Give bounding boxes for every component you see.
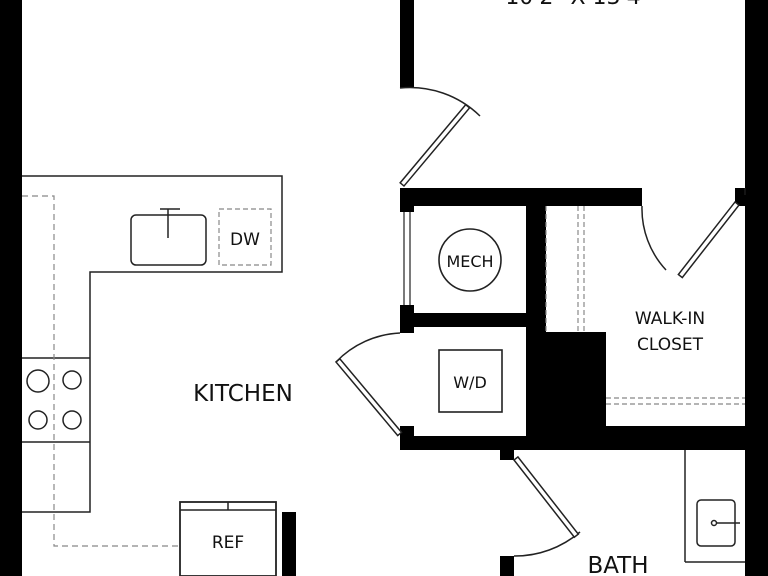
cooktop-icon — [26, 369, 82, 430]
wd-door-swing — [335, 332, 401, 363]
wall-closet-bottom — [606, 426, 745, 440]
wall-bath-left-lower — [500, 556, 514, 576]
wall-ref-right — [282, 512, 296, 576]
mech-unit: MECH — [438, 228, 502, 292]
closet-door-swing — [641, 205, 667, 271]
ref-label: REF — [212, 533, 244, 553]
wall-mech-left-top — [400, 188, 414, 212]
dw-label: DW — [230, 230, 260, 250]
wall-right-lower — [745, 188, 768, 576]
wall-mech-bottom — [400, 313, 528, 327]
bath-vanity — [684, 450, 745, 563]
kitchen-counter — [22, 175, 283, 513]
doors — [334, 86, 740, 557]
bath-door-leaf — [512, 455, 580, 539]
wall-bedroom-left-upper — [400, 0, 414, 88]
wall-central-block — [526, 332, 606, 450]
walkin-label-line1: WALK-IN — [635, 309, 705, 329]
kitchen-sink-icon — [130, 208, 207, 266]
bedroom-dimension: 10'2" X 13'4" — [505, 0, 650, 10]
upper-cabinets — [22, 195, 180, 547]
closet-door-leaf — [677, 200, 740, 279]
kitchen-label: KITCHEN — [193, 381, 293, 407]
bath-door-swing — [513, 531, 581, 557]
bedroom-door-leaf — [399, 103, 471, 188]
walkin-label-line2: CLOSET — [637, 335, 704, 355]
bedroom-door-swing — [399, 86, 481, 117]
wall-bedroom-bottom — [400, 188, 642, 206]
refrigerator: REF — [179, 501, 277, 576]
dishwasher: DW — [218, 208, 272, 266]
bath-label: BATH — [587, 553, 648, 576]
wd-label: W/D — [453, 373, 487, 392]
mech-label: MECH — [446, 252, 493, 271]
bath-sink-icon — [696, 499, 740, 547]
wall-thin-lines — [403, 188, 746, 305]
closet-shelves — [545, 206, 745, 405]
wall-left — [0, 0, 22, 576]
wall-bath-left — [500, 446, 514, 460]
wd-door-leaf — [334, 357, 403, 437]
wall-right-upper — [745, 0, 768, 195]
washer-dryer: W/D — [438, 349, 503, 413]
